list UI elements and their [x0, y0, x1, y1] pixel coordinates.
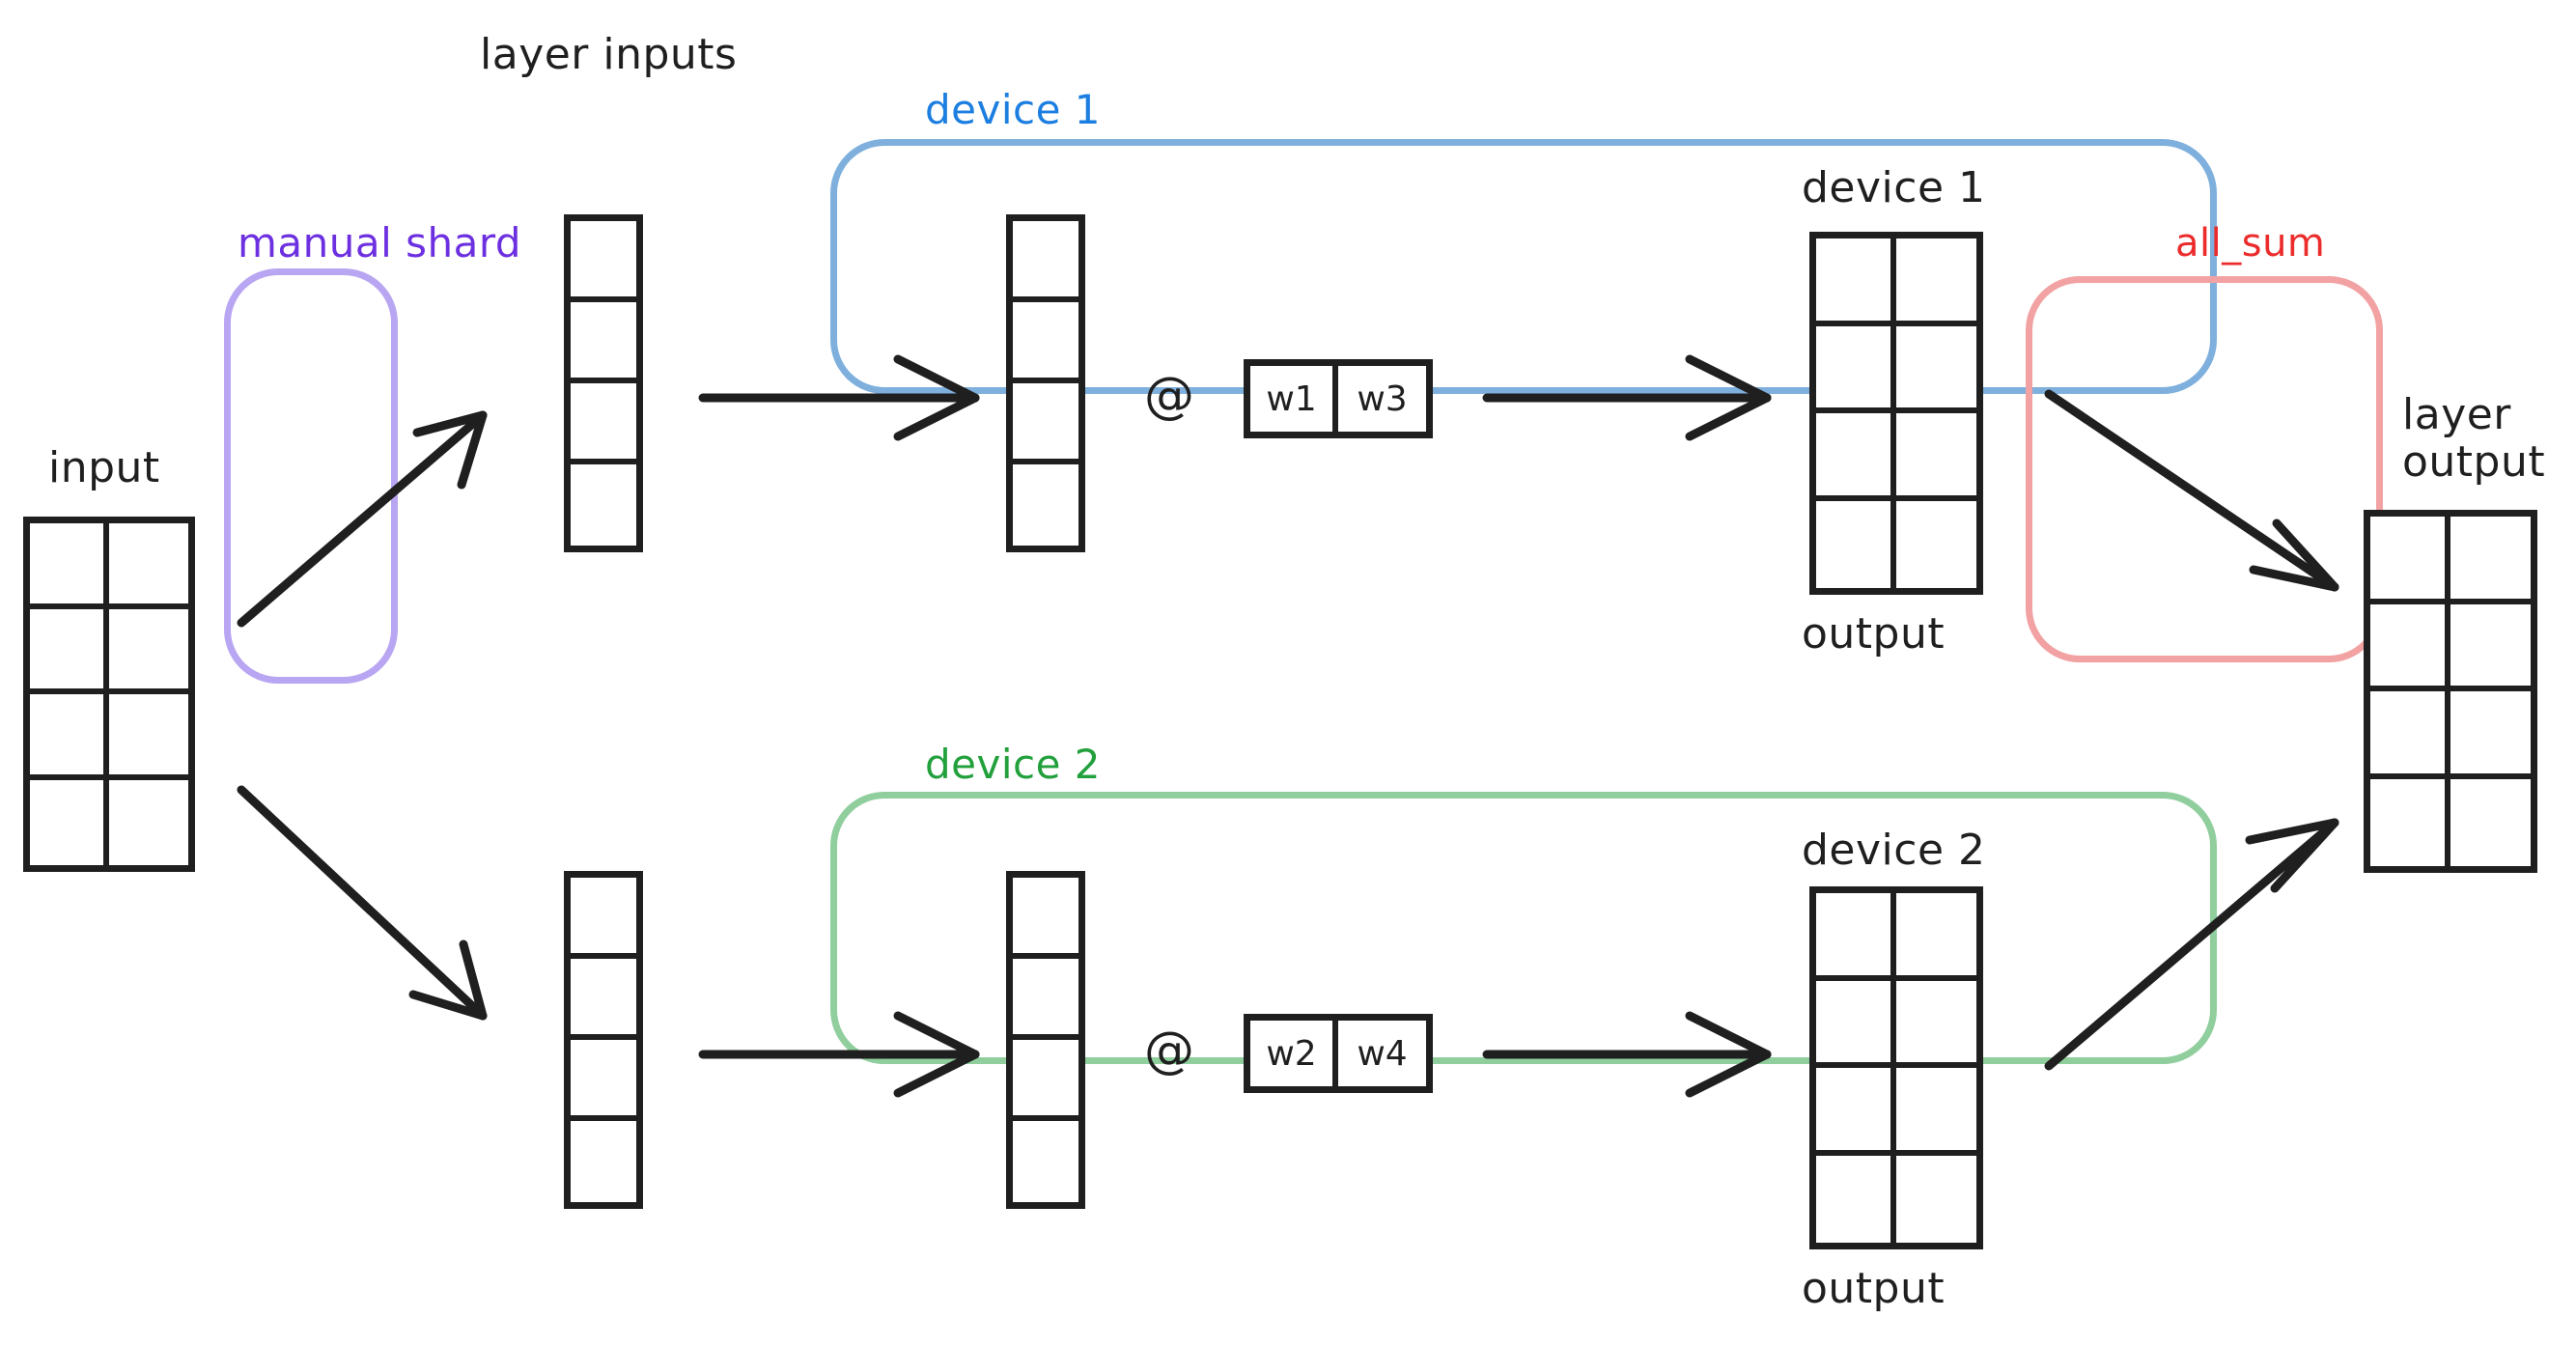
matrix-cell	[1013, 383, 1078, 464]
matrix-cell	[1013, 878, 1078, 959]
label-layer-inputs: layer inputs	[480, 30, 738, 79]
matrix-shard-bottom	[564, 871, 643, 1209]
matrix-cell	[2370, 603, 2450, 691]
label-device1-output-title: device 1	[1802, 163, 1986, 212]
matrix-cell	[571, 383, 636, 464]
matrix-cell	[30, 779, 109, 865]
group-box-device-1	[830, 139, 2217, 394]
matrix-cell: w1	[1250, 366, 1338, 432]
matrix-cell	[1896, 501, 1976, 589]
matrix-weights-bottom: w2 w4	[1244, 1014, 1433, 1093]
matrix-cell	[1013, 959, 1078, 1040]
arrow-shard-down	[237, 785, 488, 1021]
matrix-cell: w4	[1357, 1033, 1408, 1074]
matrix-shard-top	[564, 214, 643, 552]
matrix-cell	[1896, 326, 1976, 413]
matrix-cell	[1013, 221, 1078, 302]
matrix-cell	[30, 608, 109, 694]
group-box-all-sum	[2026, 276, 2383, 662]
group-box-manual-shard	[224, 268, 398, 684]
matrix-cell	[1013, 1121, 1078, 1202]
matrix-device1-output	[1809, 232, 1983, 595]
matrix-cell	[1816, 980, 1896, 1068]
matrix-cell	[2370, 691, 2450, 779]
matrix-cell	[109, 780, 188, 866]
matrix-weights-top: w1 w3	[1244, 359, 1433, 438]
matrix-cell	[2450, 604, 2531, 691]
matrix-cell	[2450, 691, 2531, 779]
matrix-cell	[109, 523, 188, 609]
matrix-device2-output	[1809, 886, 1983, 1249]
matrix-cell	[1896, 238, 1976, 326]
matrix-cell	[1013, 302, 1078, 383]
matrix-cell	[1896, 1068, 1976, 1156]
label-layer-output: layer output	[2402, 390, 2546, 488]
matrix-cell	[1896, 1156, 1976, 1244]
matrix-cell	[1816, 1068, 1896, 1156]
matmul-symbol-bottom: @	[1144, 1022, 1194, 1080]
matrix-cell	[571, 302, 636, 383]
matrix-cell	[1896, 413, 1976, 501]
group-label-all-sum: all_sum	[2175, 221, 2326, 266]
matrix-cell	[109, 609, 188, 694]
matrix-cell	[571, 221, 636, 302]
group-label-device-1: device 1	[925, 86, 1102, 133]
label-device2-output-title: device 2	[1802, 826, 1986, 875]
matrix-cell	[2370, 517, 2450, 604]
matrix-cell	[2450, 779, 2531, 867]
matrix-cell	[571, 1040, 636, 1121]
label-output-top: output	[1802, 609, 1946, 659]
group-label-device-2: device 2	[925, 741, 1102, 788]
matrix-cell	[571, 464, 636, 546]
matrix-cell	[1816, 238, 1896, 326]
label-output-bottom: output	[1802, 1264, 1946, 1313]
matrix-device1-input	[1006, 214, 1085, 552]
matrix-cell	[1816, 325, 1896, 413]
matrix-cell	[109, 694, 188, 780]
matrix-cell	[30, 523, 109, 609]
matrix-cell	[1816, 1155, 1896, 1243]
matrix-cell: w2	[1250, 1021, 1338, 1086]
label-input: input	[48, 443, 160, 492]
matrix-cell	[1816, 413, 1896, 501]
matrix-cell	[2450, 517, 2531, 604]
matrix-device2-input	[1006, 871, 1085, 1209]
matrix-cell	[2370, 778, 2450, 866]
matrix-cell	[571, 878, 636, 959]
matrix-cell	[1816, 500, 1896, 588]
matmul-symbol-top: @	[1144, 367, 1194, 425]
matrix-cell	[1013, 1040, 1078, 1121]
matrix-input	[23, 517, 195, 872]
matrix-cell	[1816, 893, 1896, 981]
matrix-cell	[1013, 464, 1078, 546]
matrix-cell: w3	[1357, 379, 1408, 419]
matrix-cell	[571, 959, 636, 1040]
matrix-cell	[571, 1121, 636, 1202]
matrix-cell	[1896, 893, 1976, 981]
matrix-cell	[30, 694, 109, 780]
matrix-cell	[1896, 981, 1976, 1068]
matrix-layer-output	[2364, 510, 2537, 873]
group-label-manual-shard: manual shard	[238, 219, 522, 266]
